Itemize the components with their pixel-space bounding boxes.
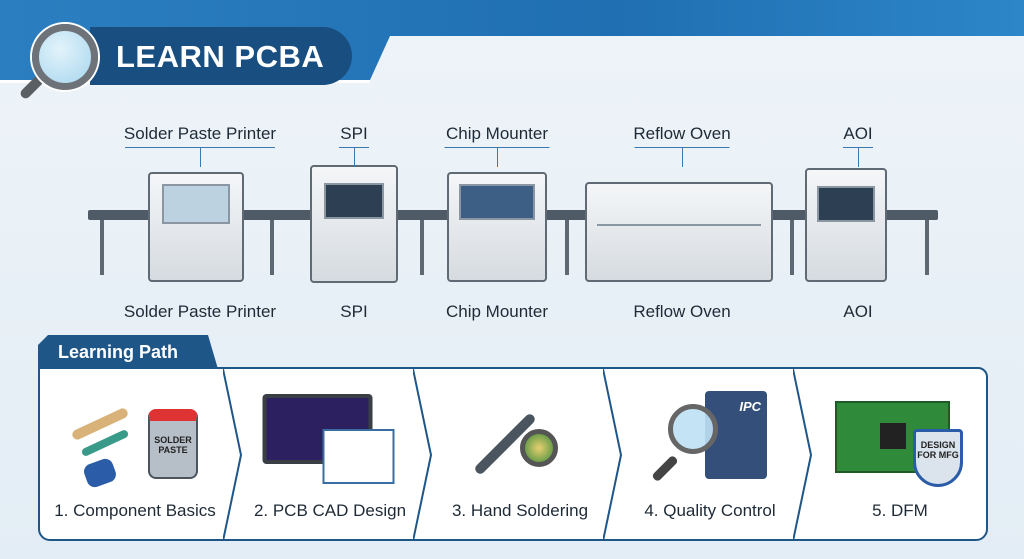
solder-paste-printer-machine — [148, 172, 244, 282]
step-divider — [793, 369, 813, 539]
aoi-machine — [805, 168, 887, 282]
step-component-basics[interactable]: SOLDER PASTE 1. Component Basics — [40, 369, 230, 539]
machine-bottom-label: Solder Paste Printer — [123, 302, 277, 321]
machine-top-label: SPI — [340, 124, 368, 143]
machine-bottom-label: Chip Mounter — [445, 302, 549, 321]
conveyor-leg — [270, 220, 274, 275]
step-label: 3. Hand Soldering — [451, 501, 589, 520]
reflow-oven-machine — [585, 182, 773, 282]
dfm-shield-badge: DESIGN FOR MFG — [913, 429, 963, 487]
machine-bottom-label: SPI — [340, 302, 368, 321]
machine-top-label: AOI — [843, 124, 873, 143]
machine-top-label: Chip Mounter — [445, 124, 549, 143]
step-label: 4. Quality Control — [644, 501, 776, 520]
conveyor-leg — [565, 220, 569, 275]
machine-top-label: Reflow Oven — [633, 124, 731, 143]
step-dfm[interactable]: DESIGN FOR MFG 5. DFM — [805, 369, 986, 539]
machine-top-label: Solder Paste Printer — [123, 124, 277, 143]
page-title: LEARN PCBA — [90, 27, 352, 85]
solder-paste-jar: SOLDER PASTE — [148, 409, 198, 479]
step-hand-soldering[interactable]: 3. Hand Soldering — [425, 369, 615, 539]
components-icon: SOLDER PASTE — [70, 389, 200, 490]
machine-bottom-label: Reflow Oven — [633, 302, 731, 321]
conveyor-leg — [420, 220, 424, 275]
spi-machine — [310, 165, 398, 283]
conveyor-leg — [925, 220, 929, 275]
chip-mounter-machine — [447, 172, 547, 282]
conveyor-leg — [790, 220, 794, 275]
step-pcb-cad-design[interactable]: 2. PCB CAD Design — [235, 369, 425, 539]
step-label: 2. PCB CAD Design — [253, 501, 407, 520]
learning-path-panel: SOLDER PASTE 1. Component Basics 2. PCB … — [38, 367, 988, 541]
machine-bottom-label: AOI — [843, 302, 873, 321]
learning-path-title: Learning Path — [38, 335, 218, 369]
label-pointer — [200, 147, 201, 167]
pcb-board-icon: DESIGN FOR MFG — [835, 389, 965, 489]
label-pointer — [497, 147, 498, 167]
label-pointer — [682, 147, 683, 167]
step-divider — [223, 369, 243, 539]
step-divider — [603, 369, 623, 539]
ipc-book-icon: IPC — [650, 389, 770, 489]
conveyor-leg — [100, 220, 104, 275]
step-divider — [413, 369, 433, 539]
step-label: 1. Component Basics — [54, 501, 216, 520]
step-label: 5. DFM — [872, 501, 928, 520]
cad-monitor-icon — [262, 389, 398, 484]
label-pointer — [858, 147, 859, 167]
step-quality-control[interactable]: IPC 4. Quality Control — [615, 369, 805, 539]
soldering-iron-icon — [460, 389, 580, 489]
label-pointer — [354, 147, 355, 167]
magnifier-icon — [32, 24, 98, 90]
